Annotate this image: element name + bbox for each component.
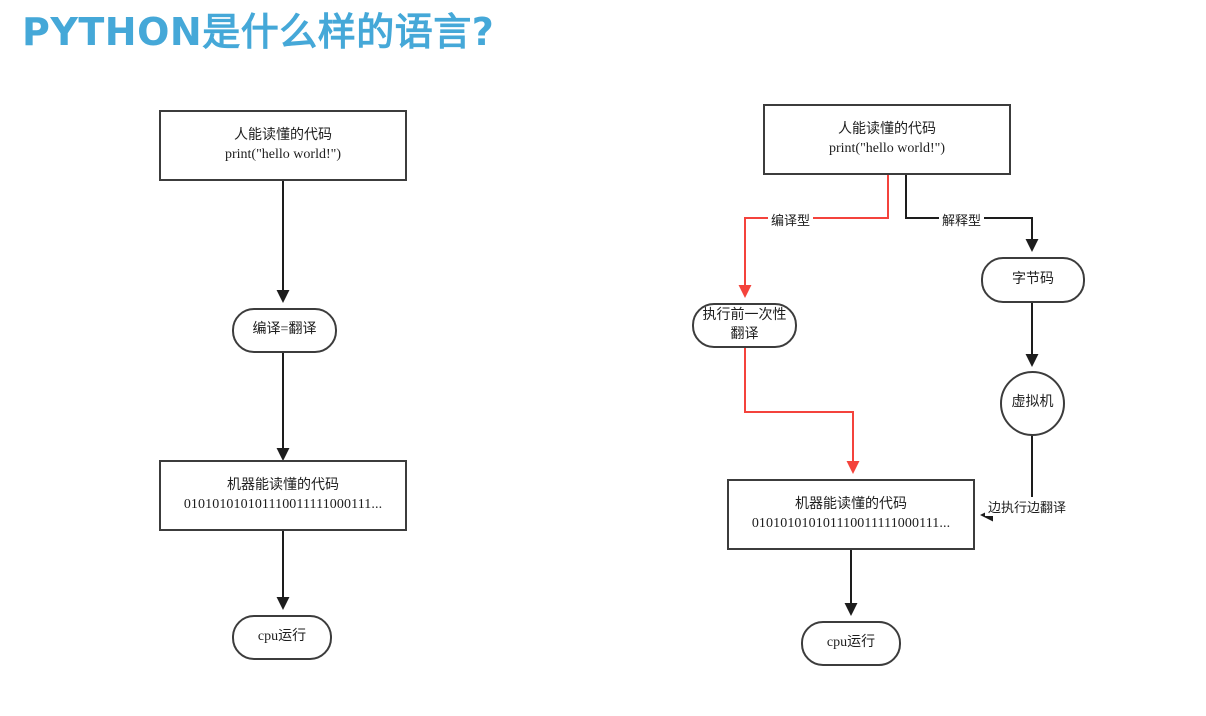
node-line-1: 字节码 bbox=[1012, 271, 1054, 287]
node-line-1: 编译=翻译 bbox=[252, 322, 317, 338]
node-line-1: 执行前一次性 bbox=[702, 307, 787, 323]
node-line-1: 人能读懂的代码 bbox=[838, 121, 936, 137]
right-node-virtual-machine: 虚拟机 bbox=[1000, 371, 1065, 436]
right-node-ahead-of-time-translate: 执行前一次性 翻译 bbox=[692, 303, 797, 348]
left-node-human-readable-code: 人能读懂的代码 print("hello world!") bbox=[159, 110, 407, 181]
page-title: PYTHON是什么样的语言? bbox=[22, 10, 495, 54]
edge-aot-to-machine bbox=[744, 348, 860, 474]
node-line-2: 翻译 bbox=[730, 326, 759, 342]
right-node-cpu-run: cpu运行 bbox=[801, 621, 901, 666]
node-line-1: 机器能读懂的代码 bbox=[227, 477, 339, 493]
node-line-1: 机器能读懂的代码 bbox=[795, 496, 907, 512]
node-line-1: cpu运行 bbox=[257, 629, 307, 645]
right-node-bytecode: 字节码 bbox=[981, 257, 1085, 303]
node-line-1: 虚拟机 bbox=[1011, 395, 1054, 411]
right-node-human-readable-code: 人能读懂的代码 print("hello world!") bbox=[763, 104, 1011, 175]
edge-label-interpreted: 解释型 bbox=[939, 210, 985, 229]
edge-compiled-branch bbox=[738, 175, 889, 298]
node-line-1: 人能读懂的代码 bbox=[234, 127, 332, 143]
edge-label-compiled: 编译型 bbox=[768, 210, 814, 229]
node-line-2: 010101010101110011111000111... bbox=[183, 496, 383, 512]
edge-label-jit-translate: 边执行边翻译 bbox=[985, 497, 1070, 516]
node-line-2: print("hello world!") bbox=[828, 140, 945, 156]
left-node-cpu-run: cpu运行 bbox=[232, 615, 332, 660]
node-line-2: 010101010101110011111000111... bbox=[751, 515, 951, 531]
node-line-1: cpu运行 bbox=[826, 635, 876, 651]
left-node-machine-readable-code: 机器能读懂的代码 010101010101110011111000111... bbox=[159, 460, 407, 531]
right-node-machine-readable-code: 机器能读懂的代码 010101010101110011111000111... bbox=[727, 479, 975, 550]
node-line-2: print("hello world!") bbox=[224, 146, 341, 162]
left-node-compile-equals-translate: 编译=翻译 bbox=[232, 308, 337, 353]
